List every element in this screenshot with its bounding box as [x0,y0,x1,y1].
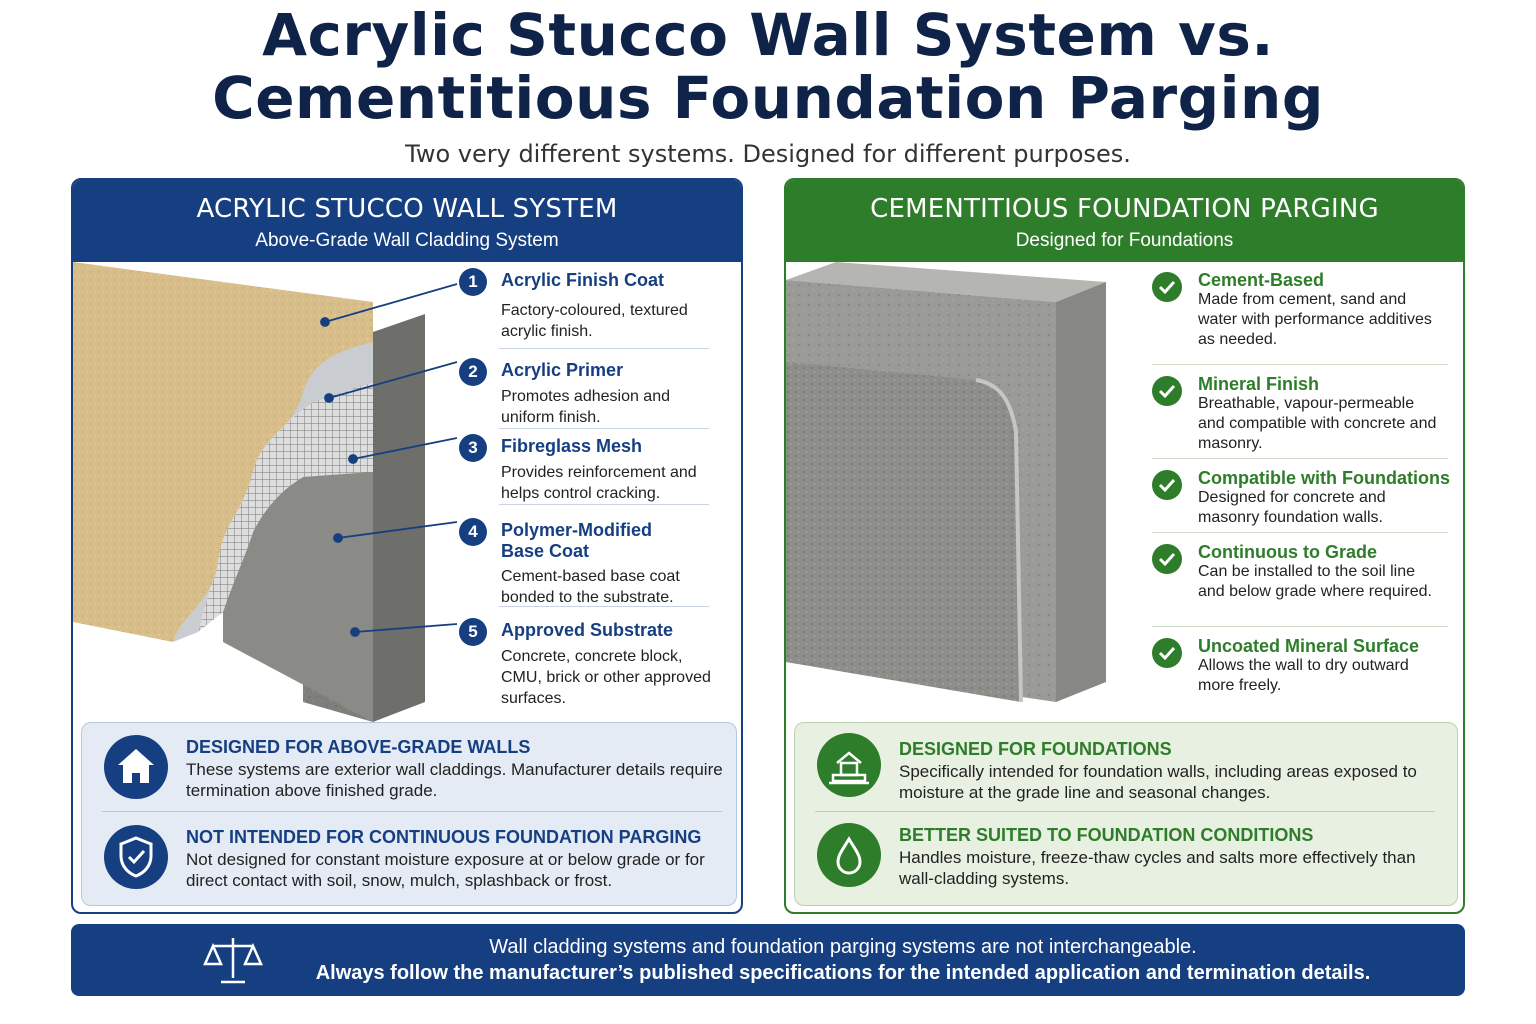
acrylic-panel-subtitle: Above-Grade Wall Cladding System [255,230,559,251]
fibreglass-mesh-layer [198,382,373,632]
info-text: Handles moisture, freeze-thaw cycles and… [899,848,1416,888]
substrate-side [373,314,425,722]
info-row: DESIGNED FOR ABOVE-GRADE WALLS These sys… [82,723,736,811]
checkmark-icon [1152,376,1182,406]
layer-name: Approved Substrate [501,620,674,640]
info-title: NOT INTENDED FOR CONTINUOUS FOUNDATION P… [186,827,702,847]
info-title: DESIGNED FOR FOUNDATIONS [899,739,1172,759]
concrete-top [786,262,1106,302]
layer-description: Cement-based base coat bonded to the sub… [501,568,680,606]
info-title: DESIGNED FOR ABOVE-GRADE WALLS [186,737,531,757]
acrylic-info-box: DESIGNED FOR ABOVE-GRADE WALLS These sys… [81,722,737,906]
info-row: BETTER SUITED TO FOUNDATION CONDITIONS H… [795,813,1457,901]
shield-check-icon [104,825,168,889]
feature-description: Designed for concrete and masonry founda… [1198,489,1386,526]
feature-description: Breathable, vapour-permeable and compati… [1198,395,1437,452]
layer-description: Concrete, concrete block, CMU, brick or … [501,648,711,707]
feature-separator [1152,532,1448,533]
layer-name: Polymer-Modified Base Coat [501,520,653,561]
checkmark-icon [1152,638,1182,668]
water-drop-icon [817,823,881,887]
feature-separator [1152,364,1448,365]
parging-layer [786,362,1021,702]
checkmark-icon [1152,470,1182,500]
footer-note: Wall cladding systems and foundation par… [489,936,1197,958]
feature-name: Cement-Based [1198,270,1325,290]
concrete-side [1056,282,1106,702]
house-icon [104,735,168,799]
parging-edge [975,378,1023,703]
layer-description: Factory-coloured, textured acrylic finis… [501,302,688,340]
layer-description: Provides reinforcement and helps control… [501,464,697,502]
acrylic-finish-layer [73,262,373,642]
page-title: Acrylic Stucco Wall System vs. Cementiti… [0,4,1536,130]
layer-number-badge: 3 [459,434,487,462]
checkmark-icon [1152,272,1182,302]
info-row: DESIGNED FOR FOUNDATIONS Specifically in… [795,723,1457,811]
concrete-parging-illustration [786,262,1106,703]
footer-banner: Wall cladding systems and foundation par… [71,924,1465,996]
checkmark-icon [1152,544,1182,574]
feature-name: Mineral Finish [1198,374,1320,394]
foundation-icon [817,733,881,797]
acrylic-panel-title: ACRYLIC STUCCO WALL SYSTEM [196,194,618,224]
acrylic-panel-header: ACRYLIC STUCCO WALL SYSTEM Above-Grade W… [73,180,741,262]
parging-panel-subtitle: Designed for Foundations [1015,230,1234,251]
feature-description: Allows the wall to dry outward more free… [1198,657,1409,694]
parging-panel-header: CEMENTITIOUS FOUNDATION PARGING Designed… [786,180,1463,262]
parging-info-box: DESIGNED FOR FOUNDATIONS Specifically in… [794,722,1458,906]
foundation-parging-panel: CEMENTITIOUS FOUNDATION PARGING Designed… [784,178,1465,914]
layer-name: Acrylic Primer [501,360,624,380]
feature-name: Uncoated Mineral Surface [1198,636,1420,656]
page-title-line1: Acrylic Stucco Wall System vs. [262,1,1274,69]
info-text: Specifically intended for foundation wal… [899,762,1417,802]
layer-description: Promotes adhesion and uniform finish. [501,388,670,426]
acrylic-stucco-panel: ACRYLIC STUCCO WALL SYSTEM Above-Grade W… [71,178,743,914]
feature-description: Made from cement, sand and water with pe… [1198,291,1432,348]
feature-separator [1152,626,1448,627]
feature-name: Continuous to Grade [1198,542,1377,562]
feature-description: Can be installed to the soil line and be… [1198,563,1432,600]
feature-separator [1152,458,1448,459]
info-title: BETTER SUITED TO FOUNDATION CONDITIONS [899,825,1314,845]
layer-separator [499,348,709,349]
layer-separator [499,606,709,607]
feature-name: Compatible with Foundations [1198,468,1450,488]
info-text: Not designed for constant moisture expos… [186,850,705,890]
layer-number-badge: 5 [459,618,487,646]
layer-separator [499,428,709,429]
stucco-layers-illustration [73,262,458,722]
info-row: NOT INTENDED FOR CONTINUOUS FOUNDATION P… [82,813,736,901]
layer-name: Fibreglass Mesh [501,436,643,456]
layer-separator [499,504,709,505]
info-text: These systems are exterior wall cladding… [186,760,723,800]
info-separator [102,811,722,812]
page-title-line2: Cementitious Foundation Parging [212,64,1324,132]
layer-name: Acrylic Finish Coat [501,270,665,290]
scales-icon [201,932,265,988]
layer-number-badge: 2 [459,358,487,386]
layer-number-badge: 1 [459,268,487,296]
info-separator [815,811,1435,812]
page-subtitle: Two very different systems. Designed for… [405,140,1131,168]
footer-warning: Always follow the manufacturer’s publish… [315,962,1371,984]
parging-panel-title: CEMENTITIOUS FOUNDATION PARGING [870,194,1379,224]
layer-number-badge: 4 [459,518,487,546]
